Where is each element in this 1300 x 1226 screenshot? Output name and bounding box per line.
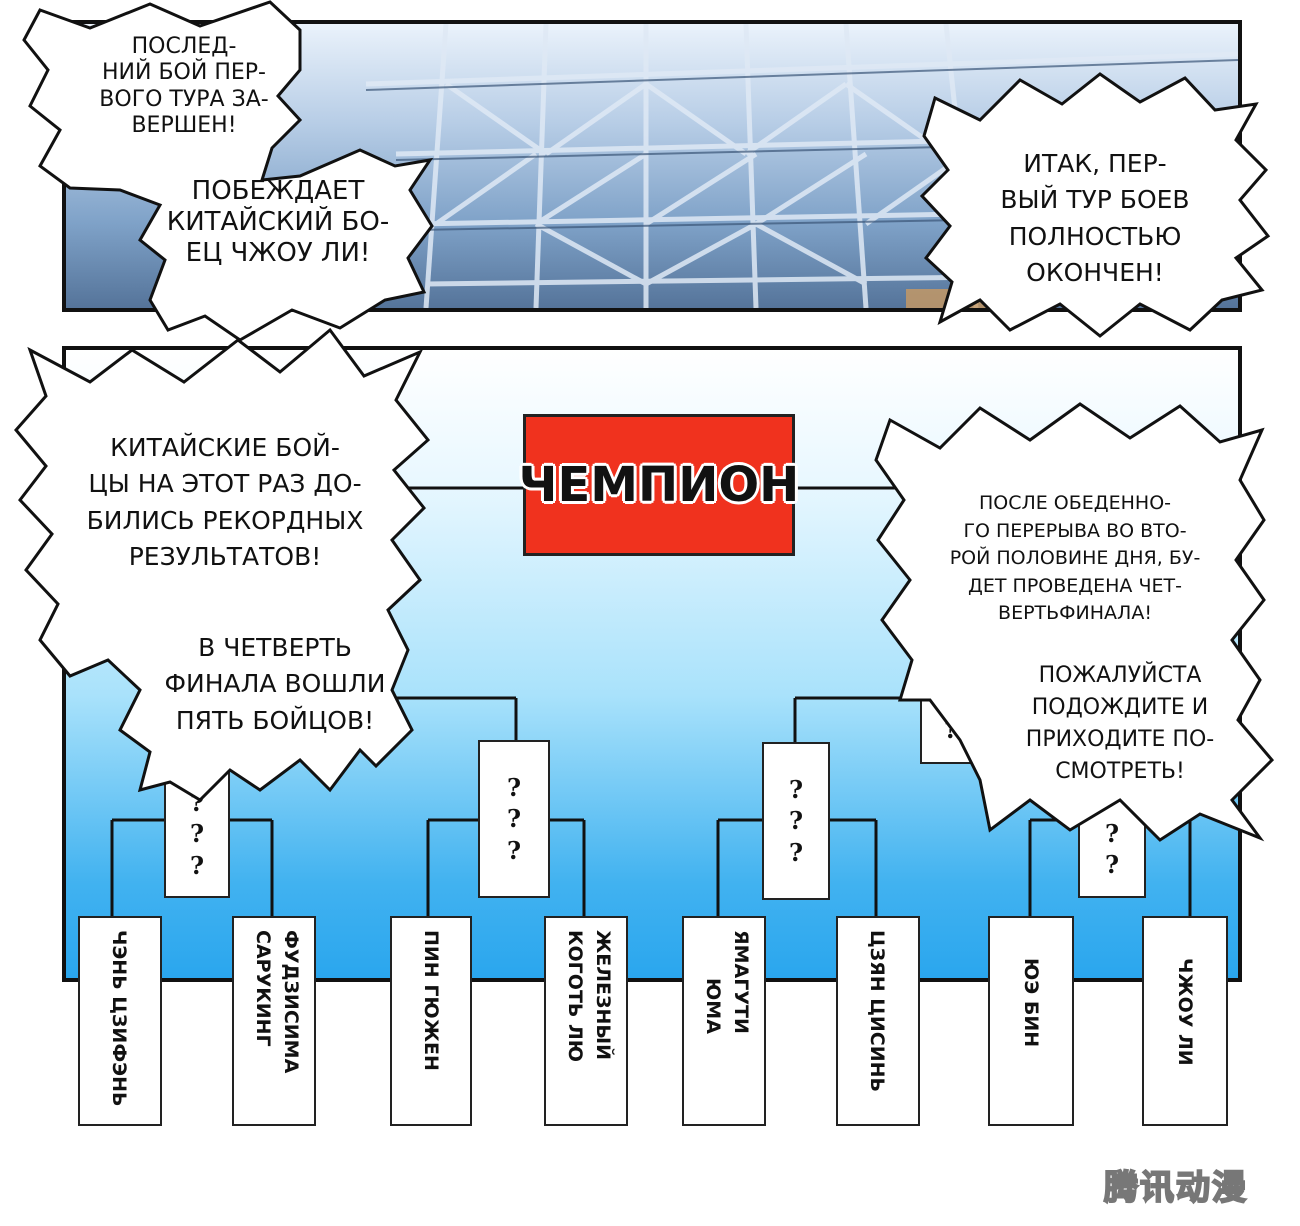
bubble-text-mid-right-b: ПОЖАЛУЙСТА ПОДОЖДИТЕ И ПРИХОДИТЕ ПО- СМО… (1025, 663, 1215, 784)
bubble-top-left (22, 0, 434, 342)
bubble-text-top-right: ИТАК, ПЕР- ВЫЙ ТУР БОЕВ ПОЛНОСТЬЮ ОКОНЧЕ… (1000, 149, 1190, 287)
bubble-text-mid-right-a: ПОСЛЕ ОБЕДЕННО- ГО ПЕРЕРЫВА ВО ВТО- РОЙ … (949, 492, 1201, 625)
fighter-name: ЖЕЛЕЗНЫЙ (592, 930, 614, 1060)
fighter-name: ПИН ГЮЖЕН (420, 930, 442, 1071)
fighter-name: ЮМА (702, 978, 724, 1034)
quarter-winner-2: ? ? ? (478, 740, 550, 898)
watermark-logo: 腾讯动漫 (1103, 1167, 1248, 1209)
unknown-mark: ? (506, 773, 522, 803)
fighter-box-1: ЧЭНЬ ЦЗИФЭНЬ (78, 916, 162, 1126)
bubble-top-right (919, 72, 1271, 338)
unknown-mark: ? (1104, 818, 1120, 848)
fighter-box-3: ПИН ГЮЖЕН (390, 916, 472, 1126)
fighter-box-8: ЧЖОУ ЛИ (1142, 916, 1228, 1126)
fighter-name: САРУКИНГ (252, 930, 274, 1047)
bubble-text-top-left-a: ПОСЛЕД- НИЙ БОЙ ПЕР- ВОГО ТУРА ЗА- ВЕРШЕ… (99, 34, 269, 139)
unknown-mark: ? (506, 835, 522, 865)
unknown-mark: ? (506, 804, 522, 834)
fighter-name: КОГОТЬ ЛЮ (564, 930, 586, 1063)
bubble-mid-right (874, 402, 1275, 842)
fighter-name: ФУДЗИСИМА (280, 930, 302, 1074)
bubble-text-mid-left-a: КИТАЙСКИЕ БОЙ- ЦЫ НА ЭТОТ РАЗ ДО- БИЛИСЬ… (86, 433, 364, 571)
fighter-box-6: ЦЗЯН ЦИСИНЬ (836, 916, 920, 1126)
fighter-name: ЯМАГУТИ (730, 930, 752, 1034)
fighter-box-2: ФУДЗИСИМА САРУКИНГ (232, 916, 316, 1126)
unknown-mark: ? (788, 775, 804, 805)
unknown-mark: ? (1104, 850, 1120, 879)
unknown-mark: ? (189, 819, 205, 849)
unknown-mark: ? (189, 850, 205, 880)
bubble-text-mid-left-b: В ЧЕТВЕРТЬ ФИНАЛА ВОШЛИ ПЯТЬ БОЙЦОВ! (164, 633, 386, 735)
champion-box: ЧЕМПИОН (519, 414, 799, 556)
fighter-name: ЧЖОУ ЛИ (1174, 958, 1196, 1066)
fighter-name: ЧЭНЬ ЦЗИФЭНЬ (108, 930, 130, 1107)
fighter-box-7: ЮЭ БИН (988, 916, 1074, 1126)
unknown-mark: ? (788, 806, 804, 836)
unknown-mark: ? (788, 837, 804, 867)
bubble-text-top-left-b: ПОБЕЖДАЕТ КИТАЙСКИЙ БО- ЕЦ ЧЖОУ ЛИ! (166, 176, 390, 269)
fighter-box-4: ЖЕЛЕЗНЫЙ КОГОТЬ ЛЮ (544, 916, 628, 1126)
fighter-name: ЦЗЯН ЦИСИНЬ (866, 930, 888, 1093)
quarter-winner-3: ? ? ? (762, 742, 830, 900)
bubble-mid-left (14, 327, 431, 802)
fighter-box-5: ЯМАГУТИ ЮМА (682, 916, 766, 1126)
fighter-name: ЮЭ БИН (1020, 958, 1042, 1048)
